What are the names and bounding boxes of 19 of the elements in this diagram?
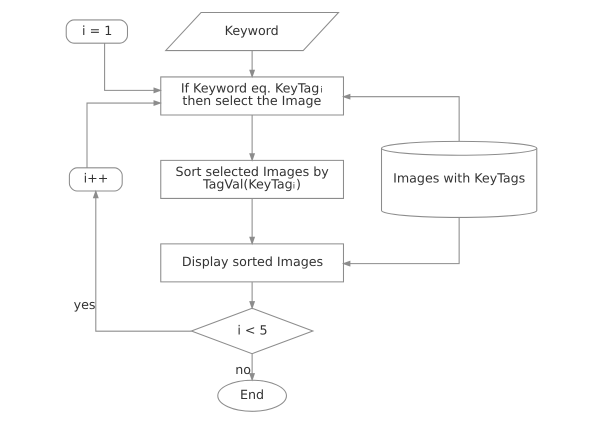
arrow: [86, 100, 162, 168]
node-box: Sort selected Images by TagVal(KeyTagi): [160, 160, 344, 199]
node-diamond: i < 5: [189, 308, 314, 354]
arrow: [341, 218, 460, 267]
edge-label: yes: [73, 296, 95, 312]
node-box: Display sorted Images: [160, 243, 344, 282]
node-ellipse: End: [216, 380, 286, 412]
node-box: i = 1: [65, 19, 128, 44]
edge-label: no: [234, 362, 250, 377]
arrow: [104, 43, 162, 94]
arrow: [92, 190, 192, 332]
arrow: [248, 198, 255, 246]
node-box: i++: [68, 167, 122, 192]
node-box: If Keyword eq. KeyTagi then select the Image: [160, 76, 344, 116]
arrow: [248, 50, 255, 78]
arrow: [248, 282, 255, 310]
arrow: [341, 94, 460, 141]
arrow: [248, 115, 255, 162]
arrow: [248, 354, 255, 382]
